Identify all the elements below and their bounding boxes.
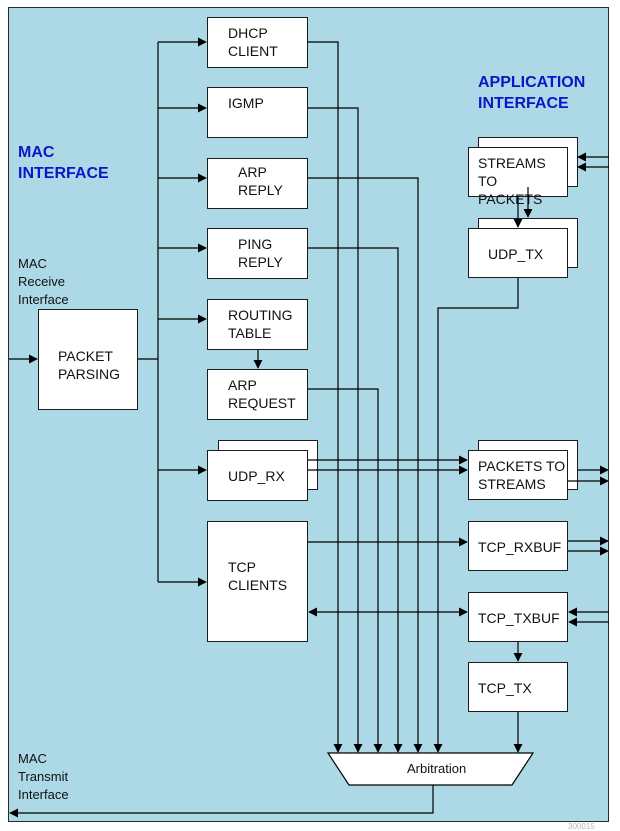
packet-parsing-label: PACKET PARSING [58,348,120,382]
dhcp-to-arb [308,41,343,753]
application-interface-heading: APPLICATION INTERFACE [478,74,586,112]
dhcp-client-label: DHCP CLIENT [228,25,278,59]
udp-rx-label: UDP_RX [228,468,285,484]
mac-receive-interface-label: MAC Receive Interface [18,256,69,307]
arp-reply-block: ARP REPLY [207,158,308,209]
arbitration-mux [326,752,535,786]
igmp-to-arb [308,107,363,753]
streams-to-packets-block: STREAMS TO PACKETS [468,147,568,207]
tcp-tx-label: TCP_TX [478,680,532,696]
streams-to-packets-label: STREAMS TO PACKETS [478,155,546,207]
igmp-block: IGMP [207,87,308,138]
dhcp-client-block: DHCP CLIENT [207,17,308,68]
tcp-tx-block: TCP_TX [468,662,568,712]
routing-table-label: ROUTING TABLE [228,307,293,341]
arp-request-label: ARP REQUEST [228,377,296,411]
tcp-rxbuf-label: TCP_RXBUF [478,539,562,555]
packets-to-streams-block: PACKETS TO STREAMS [468,450,568,500]
routing-table-block: ROUTING TABLE [207,299,308,350]
ping-to-arb [308,247,403,753]
tcp-txbuf-label: TCP_TXBUF [478,610,560,626]
arbitration-label: Arbitration [407,761,467,776]
tcp-clients-block: TCP CLIENTS [207,521,308,642]
arp-reply-to-arb [308,177,423,753]
ping-reply-label: PING REPLY [238,236,283,270]
packets-to-streams-label: PACKETS TO STREAMS [478,458,566,492]
mac-transmit-interface-label: MAC Transmit Interface [18,751,69,802]
udp-tx-label: UDP_TX [488,246,544,262]
mac-interface-heading: MAC INTERFACE [18,144,109,182]
figure-id-watermark: 300015 [568,822,595,831]
packet-parsing-block: PACKET PARSING [38,309,138,410]
ping-reply-block: PING REPLY [207,228,308,279]
arp-request-to-arb [308,388,383,753]
udp-tx-block: UDP_TX [468,228,568,278]
arb-to-mac-tx [9,785,434,818]
tcp-rxbuf-block: TCP_RXBUF [468,521,568,571]
udp-rx-block: UDP_RX [207,450,308,501]
igmp-label: IGMP [228,95,264,111]
arp-reply-label: ARP REPLY [238,164,283,198]
arp-request-block: ARP REQUEST [207,369,308,420]
udp-tx-to-arb [433,278,519,753]
tcp-clients-label: TCP CLIENTS [228,559,288,593]
tcp-txbuf-block: TCP_TXBUF [468,592,568,642]
